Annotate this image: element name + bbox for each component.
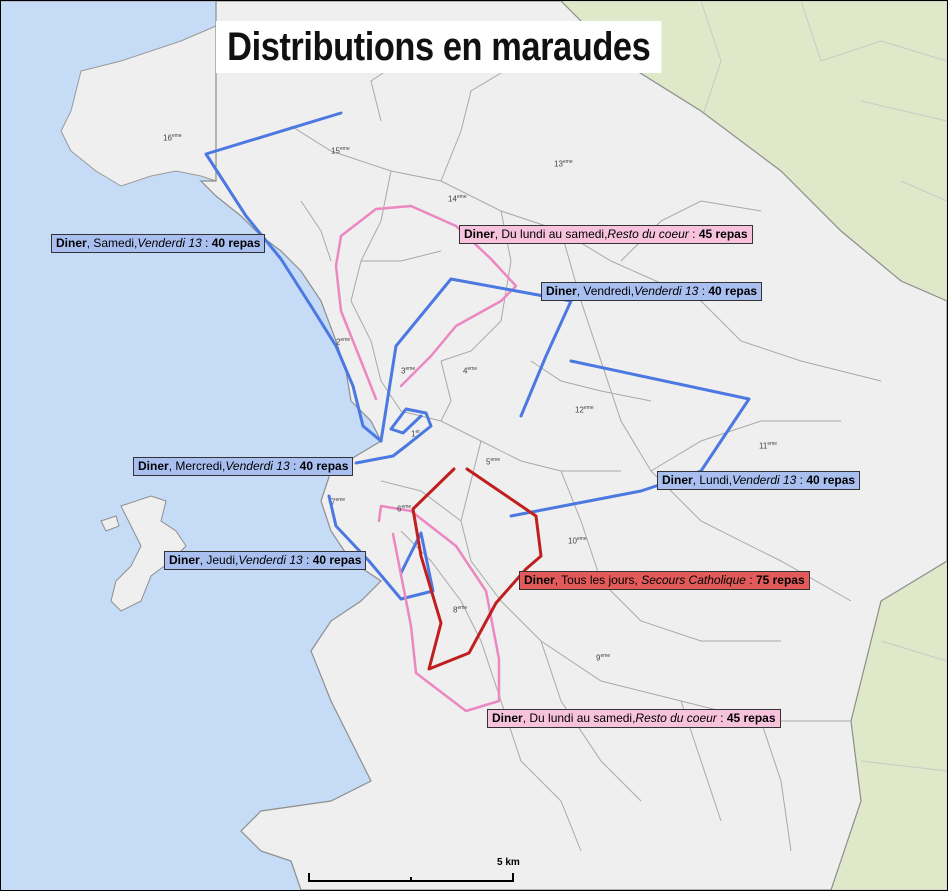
route-label-samedi: Diner, Samedi,Venderdi 13 : 40 repas: [51, 234, 266, 253]
arrondissement-label-16: 16eme: [163, 133, 182, 143]
main-land: [199, 1, 947, 890]
route-label-vendredi: Diner, Vendredi,Venderdi 13 : 40 repas: [541, 282, 763, 301]
arrondissement-label-6: 6eme: [397, 504, 412, 514]
route-vendredi-blue: [379, 277, 573, 443]
arrondissement-label-14: 14eme: [448, 194, 467, 204]
arrondissement-label-13: 13eme: [554, 159, 573, 169]
northwest-land: [1, 1, 217, 187]
arrondissement-label-15: 15eme: [331, 146, 350, 156]
route-label-resto-south: Diner, Du lundi au samedi,Resto du coeur…: [487, 709, 781, 728]
scale-bar: [308, 873, 514, 882]
arrondissement-label-12: 12eme: [575, 405, 594, 415]
arrondissement-label-7: 7eme: [331, 497, 346, 507]
scale-bar-label: 5 km: [497, 857, 520, 868]
route-label-resto-north: Diner, Du lundi au samedi,Resto du coeur…: [459, 225, 753, 244]
arrondissement-label-9: 9eme: [596, 653, 611, 663]
route-label-secours: Diner, Tous les jours, Secours Catholiqu…: [519, 571, 810, 590]
arrondissement-label-2: 2eme: [336, 337, 351, 347]
route-secours-red: [411, 467, 543, 671]
route-jeudi-blue: [327, 494, 435, 601]
route-samedi-blue: [204, 111, 383, 443]
frioul-island: [110, 495, 187, 612]
route-label-jeudi: Diner, Jeudi,Venderdi 13 : 40 repas: [164, 551, 367, 570]
arrondissement-label-10: 10eme: [568, 536, 587, 546]
arrondissement-label-11: 11eme: [759, 441, 778, 451]
arrondissement-label-8: 8eme: [453, 605, 468, 615]
maraude-routes: [204, 111, 751, 713]
route-label-lundi: Diner, Lundi,Venderdi 13 : 40 repas: [657, 471, 861, 490]
arrondissement-label-5: 5eme: [486, 457, 501, 467]
arrondissement-label-1: 1er: [411, 429, 420, 439]
route-resto-pink-north: [334, 204, 518, 401]
arrondissement-label-4: 4eme: [463, 366, 478, 376]
route-resto-pink-south: [377, 504, 501, 713]
route-mercredi-blue: [354, 407, 433, 465]
route-label-mercredi: Diner, Mercredi,Venderdi 13 : 40 repas: [133, 457, 354, 476]
arrondissement-label-3: 3eme: [401, 366, 416, 376]
map-title: Distributions en maraudes: [216, 21, 662, 73]
